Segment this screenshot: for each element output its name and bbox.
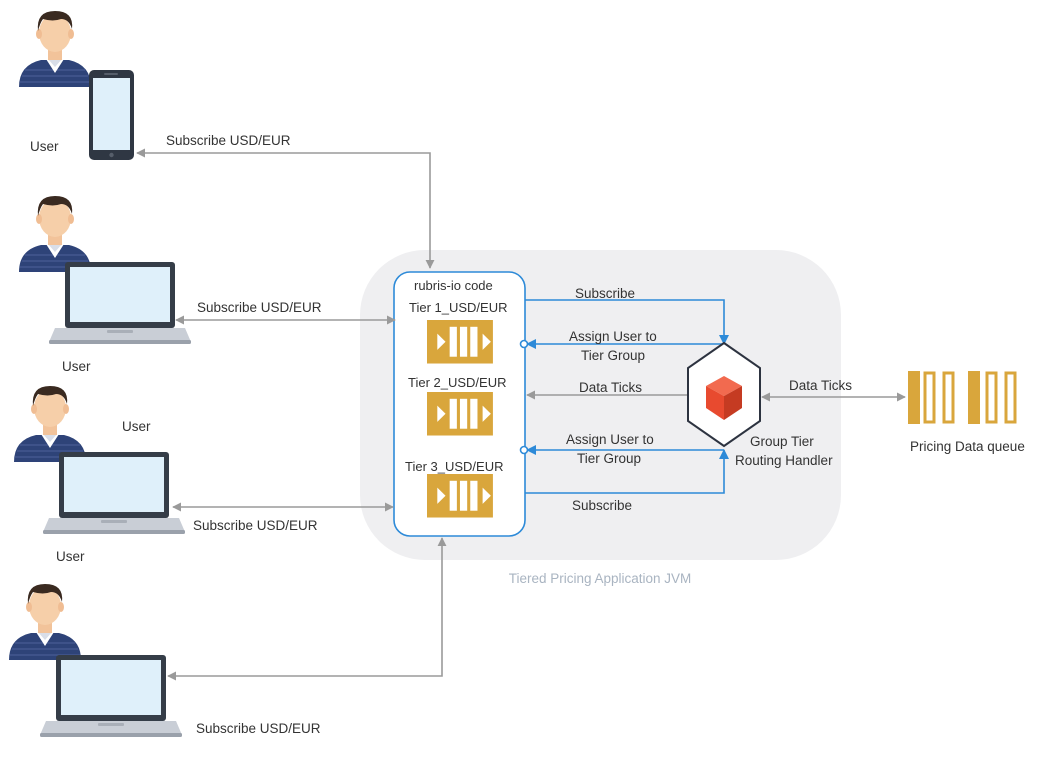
phone-icon [89,70,134,160]
edge-user-3-label: Subscribe USD/EUR [193,518,318,533]
edge-data-ticks-left-label: Data Ticks [579,380,642,395]
edge-assign-1-label-line2: Tier Group [581,348,645,363]
user-2-avatar-icon [18,195,92,273]
edge-user-4-label: Subscribe USD/EUR [196,721,321,736]
code-box-title: rubris-io code [414,278,493,293]
tier-2-label: Tier 2_USD/EUR [408,375,506,390]
edge-user-4 [167,537,447,681]
user-4-avatar-icon [8,583,82,661]
user-2-group: User [18,195,191,374]
user-3-group: User User [13,385,185,564]
edge-assign-2-label-line2: Tier Group [577,451,641,466]
edge-assign-2-label-line1: Assign User to [566,432,654,447]
tier-1-queue-icon [427,320,493,364]
jvm-label: Tiered Pricing Application JVM [509,571,692,586]
user-1-group: User [18,10,134,160]
router-label-line2: Routing Handler [735,453,833,468]
router-label-line1: Group Tier [750,434,814,449]
user-4-laptop-icon [40,655,182,737]
edge-assign-2-connector [519,445,529,455]
tier-3-label: Tier 3_USD/EUR [405,459,503,474]
edge-data-ticks-right-label: Data Ticks [789,378,852,393]
tier-2-queue-icon [427,392,493,436]
user-3-avatar-icon [13,385,87,463]
user-2-laptop-icon [49,262,191,344]
edge-subscribe-top [525,299,729,345]
tier-3-queue-icon [427,474,493,518]
tier-1-label: Tier 1_USD/EUR [409,300,507,315]
edge-assign-1-label-line1: Assign User to [569,329,657,344]
user-3-label: User [56,549,85,564]
user-2-label: User [62,359,91,374]
edge-user-1-label: Subscribe USD/EUR [166,133,291,148]
user-1-label: User [30,139,59,154]
user-3-extra-label: User [122,419,151,434]
user-4-group [8,583,182,737]
edge-user-1 [136,148,435,269]
user-1-avatar-icon [18,10,92,88]
edge-subscribe-top-label: Subscribe [575,286,635,301]
user-3-laptop-icon [43,452,185,534]
edge-subscribe-bottom-label: Subscribe [572,498,632,513]
edge-assign-1-connector [519,339,529,349]
edge-subscribe-bottom [525,449,729,494]
edge-user-2-label: Subscribe USD/EUR [197,300,322,315]
router-icon [687,341,761,448]
pricing-queue-icon [908,371,1017,424]
pricing-queue-label: Pricing Data queue [910,439,1025,454]
